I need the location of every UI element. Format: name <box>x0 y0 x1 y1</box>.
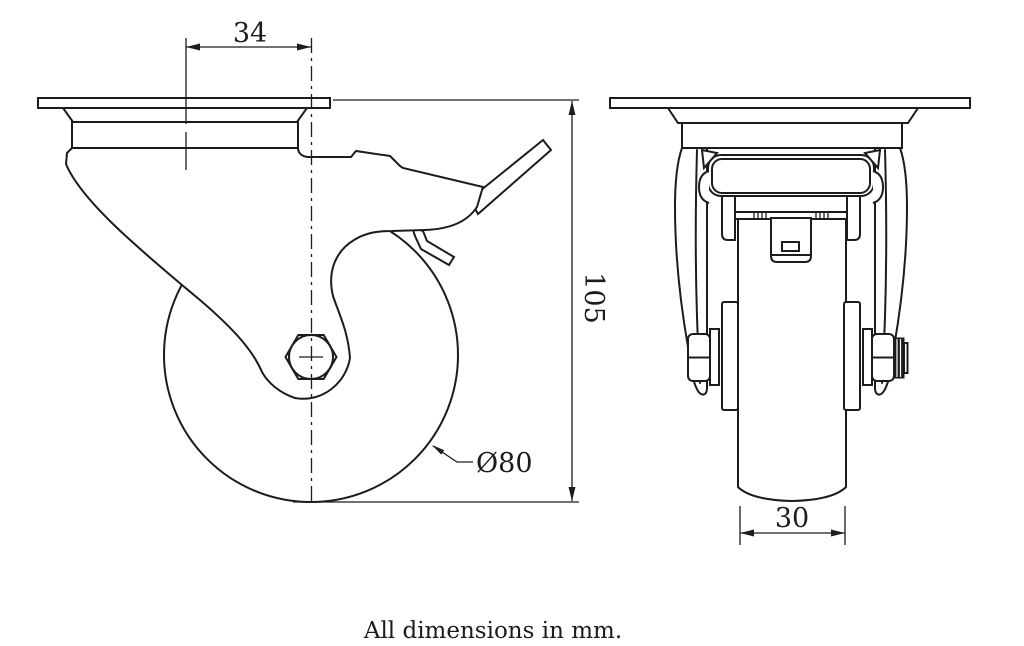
side-view <box>37 38 553 505</box>
dimension-105: 105 <box>293 99 609 503</box>
brake-pedal <box>410 225 456 267</box>
linkage-serrations <box>753 212 829 219</box>
brake-lever <box>468 138 553 216</box>
hub-plate-left <box>721 301 739 411</box>
dim34-arrow-left <box>186 43 200 51</box>
axle-washer-left <box>709 328 720 386</box>
dim105-arrow-top <box>568 101 576 115</box>
dim30-label: 30 <box>775 503 809 534</box>
dim34-label: 34 <box>233 18 267 49</box>
side-raceway-taper <box>61 107 309 123</box>
axle-nut-left <box>687 333 711 382</box>
side-fork-housing <box>64 147 485 400</box>
dim30-arrow-left <box>740 529 754 537</box>
front-mounting-plate <box>609 97 971 149</box>
front-raceway-taper <box>666 107 920 124</box>
dia80-label: Ø80 <box>476 448 533 479</box>
housing-boss-right <box>872 170 885 204</box>
housing-gusset-right <box>863 148 882 171</box>
hub-plate-right <box>843 301 861 411</box>
front-wheel <box>737 214 847 503</box>
brake-pedal-bracket <box>770 217 812 263</box>
housing-gusset-left <box>700 148 719 171</box>
front-fork-leg-left <box>673 147 708 396</box>
side-mounting-plate <box>37 97 331 149</box>
caption: All dimensions in mm. <box>363 618 622 644</box>
axle-hexagon <box>284 334 338 380</box>
front-fork-leg-right <box>874 147 909 396</box>
linkage-hanger-right <box>846 195 861 241</box>
axle-nut-right <box>871 333 895 382</box>
dim105-arrow-bottom <box>568 487 576 501</box>
dim34-arrow-right <box>297 43 311 51</box>
dimension-30: 30 <box>739 503 846 545</box>
side-top-plate <box>37 97 331 109</box>
housing-boss-left <box>697 170 710 204</box>
axle-washer-right <box>862 328 873 386</box>
front-view <box>609 97 971 503</box>
front-top-plate <box>609 97 971 109</box>
brake-housing-inner <box>711 158 871 194</box>
dim30-arrow-right <box>831 529 845 537</box>
linkage-hanger-left <box>721 195 736 241</box>
axle-assembly <box>687 328 909 386</box>
dim105-label: 105 <box>578 272 609 324</box>
side-raceway-band <box>71 121 299 149</box>
dimension-34: 34 <box>185 18 311 170</box>
axle-thread-stub <box>893 337 909 379</box>
dimension-diameter-80: Ø80 <box>432 445 533 479</box>
front-raceway-band <box>681 122 903 149</box>
brake-housing-outer <box>707 154 875 197</box>
